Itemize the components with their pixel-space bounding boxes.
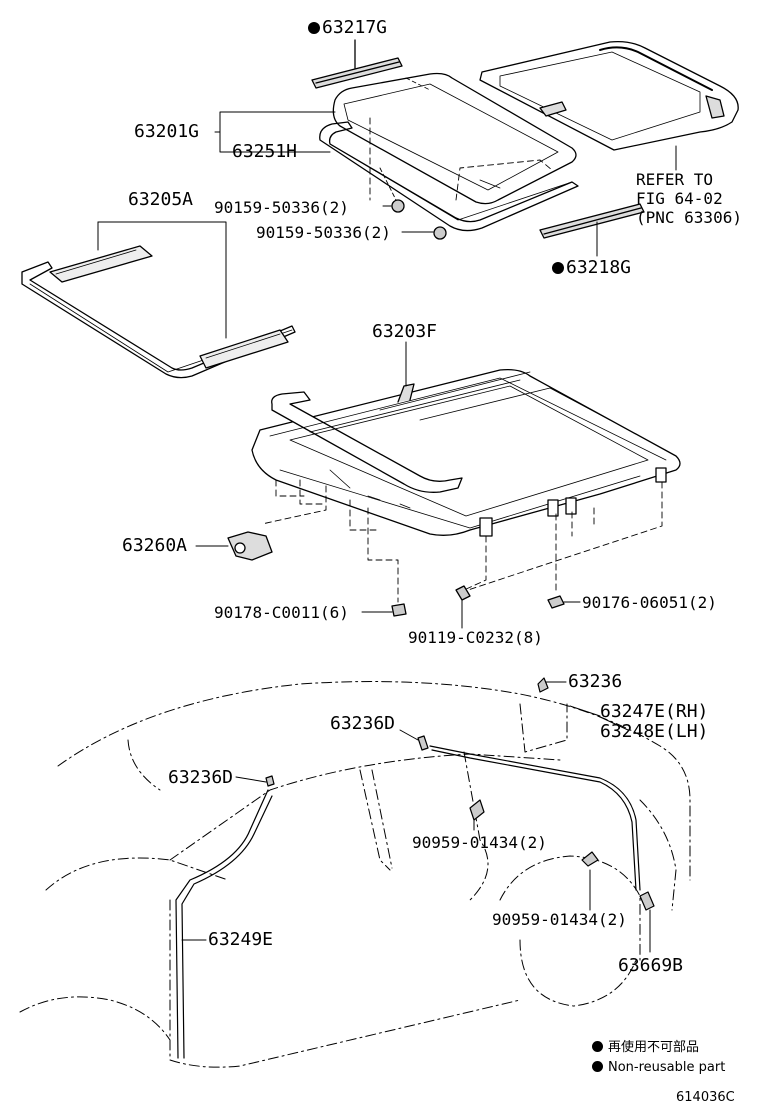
weatherstrip-rear-drawing xyxy=(539,203,645,257)
part-label-63248E: 63248E(LH) xyxy=(600,721,709,742)
part-label-63205A: 63205A xyxy=(128,189,194,210)
refer-to-line-3: (PNC 63306) xyxy=(636,208,742,227)
deflector-frame-drawing xyxy=(21,245,296,379)
part-label-63249E: 63249E xyxy=(208,929,274,950)
car-body-drawing xyxy=(19,681,691,1068)
part-label-63236: 63236 xyxy=(568,671,623,692)
non-reusable-dot-icon xyxy=(592,1061,603,1072)
non-reusable-dot-icon xyxy=(592,1041,603,1052)
part-label-63217G: 63217G xyxy=(308,18,387,38)
part-label-63201G: 63201G xyxy=(134,121,200,142)
part-label-63236D-upper: 63236D xyxy=(330,713,396,734)
glass-seal-drawing xyxy=(319,121,579,232)
fasteners-drawing xyxy=(361,585,581,629)
part-label-63203F: 63203F xyxy=(372,321,438,342)
part-label-90178: 90178-C0011(6) xyxy=(214,603,349,622)
legend-non-reusable-en: Non-reusable part xyxy=(592,1060,725,1076)
sunroof-motor-drawing xyxy=(195,531,273,561)
part-label-90176: 90176-06051(2) xyxy=(582,593,717,612)
part-label-90159-upper: 90159-50336(2) xyxy=(214,198,349,217)
sunshade-drawing xyxy=(479,40,739,171)
legend-non-reusable-jp: 再使用不可部品 xyxy=(592,1040,699,1056)
housing-guide-lines xyxy=(261,479,663,603)
part-label-90119: 90119-C0232(8) xyxy=(408,628,543,647)
refer-to-line-1: REFER TO xyxy=(636,170,714,189)
sunroof-housing-drawing xyxy=(251,341,681,537)
non-reusable-dot-icon xyxy=(552,262,564,274)
figure-id: 614036C xyxy=(676,1090,735,1105)
bolt-90159-drawing xyxy=(379,167,447,240)
refer-to-line-2: FIG 64-02 xyxy=(636,189,723,208)
part-label-63218G: 63218G xyxy=(552,258,631,278)
sunroof-glass-drawing xyxy=(332,72,577,205)
part-label-63669B: 63669B xyxy=(618,955,684,976)
weatherstrip-front-drawing xyxy=(311,39,403,89)
drain-hose-drawing xyxy=(175,677,655,1059)
part-label-63260A: 63260A xyxy=(122,535,188,556)
non-reusable-dot-icon xyxy=(308,22,320,34)
part-label-90159-lower: 90159-50336(2) xyxy=(256,223,391,242)
part-label-63247E: 63247E(RH) xyxy=(600,701,709,722)
part-label-63251H: 63251H xyxy=(232,141,298,162)
part-label-63236D-lower: 63236D xyxy=(168,767,234,788)
part-label-90959-upper: 90959-01434(2) xyxy=(412,833,547,852)
part-label-90959-lower: 90959-01434(2) xyxy=(492,910,627,929)
